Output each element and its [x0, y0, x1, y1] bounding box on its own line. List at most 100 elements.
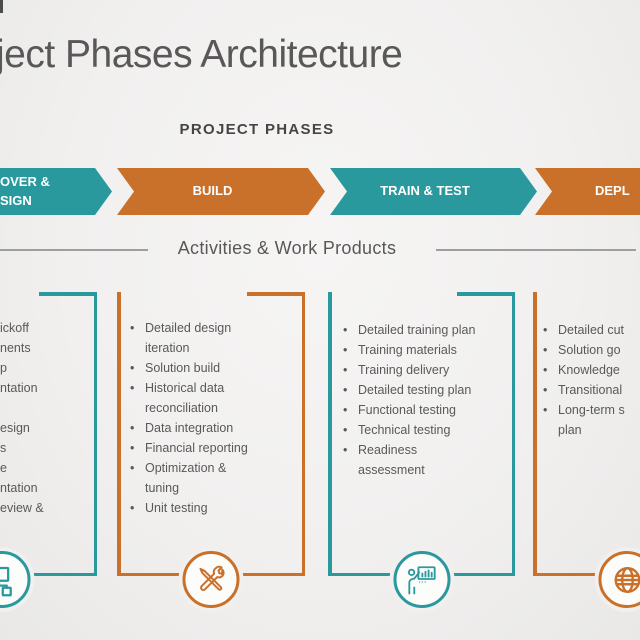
bullet-line: ntation: [0, 378, 44, 398]
bullet-line: [0, 398, 44, 418]
bullet-line: • Transitional: [543, 380, 640, 400]
bullet-text: eview &: [0, 501, 44, 515]
bullet-text: iteration: [145, 341, 190, 355]
bullet-dot: •: [343, 323, 348, 337]
bullet-dot: •: [130, 461, 135, 475]
activity-column-deploy: [533, 292, 640, 608]
activity-list-train-test: • Detailed training plan • Training materia…: [343, 320, 475, 480]
bullet-line: nents: [0, 338, 44, 358]
bullet-line: •Detailed cut: [543, 320, 640, 340]
bullet-dot: •: [343, 443, 348, 457]
bullet-dot: •: [130, 501, 135, 515]
bullet-text: Optimization &: [145, 461, 227, 475]
bullet-dot: •: [130, 381, 135, 395]
frame-left-bar: [533, 292, 537, 576]
bullet-text: Long-term s: [558, 403, 625, 417]
frame-left-bar: [328, 292, 332, 576]
bullet-line: • Training delivery: [343, 360, 475, 380]
bullet-line: esign: [0, 418, 44, 438]
sitemap-icon: [0, 566, 12, 596]
cropped-edge-artifact: [0, 0, 3, 13]
bullet-text: Unit testing: [145, 501, 208, 515]
bullet-text: s: [0, 441, 7, 455]
bullet-line: • Knowledge: [543, 360, 640, 380]
bullet-text: ntation: [0, 381, 38, 395]
bullet-line: ntation: [0, 478, 44, 498]
bullet-line: • Solution go: [543, 340, 640, 360]
frame-right-bar: [301, 292, 305, 576]
bullet-dot: •: [343, 383, 348, 397]
slide-title: ject Phases Architecture: [0, 33, 403, 76]
phase-chevron-build: BUILD: [117, 168, 325, 215]
bullet-text: plan: [558, 423, 582, 437]
bullet-text: reconciliation: [145, 401, 218, 415]
bullet-line: reconciliation: [130, 398, 248, 418]
bullet-text: nents: [0, 341, 31, 355]
bullet-text: Financial reporting: [145, 441, 248, 455]
section-heading: PROJECT PHASES: [179, 121, 335, 138]
tools-icon: [198, 565, 225, 591]
bullet-dot: •: [130, 361, 135, 375]
phase-label-line: TRAIN & TEST: [380, 183, 470, 199]
bullet-text: Knowledge: [558, 363, 620, 377]
phase-chevron-train-test: TRAIN & TEST: [330, 168, 537, 215]
bullet-line: •Detailed design: [130, 318, 248, 338]
bullet-text: tuning: [145, 481, 180, 495]
bullet-text: assessment: [358, 463, 425, 477]
bullet-text: Readiness: [358, 443, 418, 457]
bullet-dot: •: [343, 423, 348, 437]
activity-column-train-test: [328, 292, 515, 608]
bullet-line: iteration: [130, 338, 248, 358]
bullet-line: •Detailed testing plan: [343, 380, 475, 400]
bullet-text: Solution build: [145, 361, 221, 375]
bullet-dot: •: [343, 343, 348, 357]
bullet-dot: •: [130, 421, 135, 435]
bullet-dot: •: [343, 403, 348, 417]
bullet-line: • Optimization &: [130, 458, 248, 478]
frame-left-bar: [117, 292, 121, 576]
icon-circle: [0, 551, 31, 608]
bullet-text: ntation: [0, 481, 38, 495]
phase-label-line: SIGN: [0, 192, 32, 208]
bullet-dot: •: [130, 321, 135, 335]
bullet-line: ickoff: [0, 318, 44, 338]
bullet-line: •Financial reporting: [130, 438, 248, 458]
bullet-line: •Functional testing: [343, 400, 475, 420]
frame-right-bar: [93, 292, 97, 576]
bullet-line: s: [0, 438, 44, 458]
bullet-dot: •: [543, 383, 548, 397]
bullet-text: Training delivery: [358, 363, 450, 377]
frame-top-segment: [39, 292, 97, 296]
bullet-dot: •: [343, 363, 348, 377]
icon-circle: [393, 551, 450, 608]
bullet-line: •Historical data: [130, 378, 248, 398]
bullet-text: Solution go: [558, 343, 621, 357]
icon-circle: [598, 551, 640, 608]
bullet-text: Data integration: [145, 421, 234, 435]
bullet-text: p: [0, 361, 7, 375]
bullet-text: Transitional: [558, 383, 623, 397]
bullet-line: • Detailed training plan: [343, 320, 475, 340]
bullet-line: • Data integration: [130, 418, 248, 438]
frame-bottom-bar: [533, 572, 640, 576]
bullet-dot: •: [543, 323, 548, 337]
bullet-line: • Unit testing: [130, 498, 248, 518]
icon-circle: [182, 551, 240, 608]
frame-bottom-bar: [0, 572, 97, 576]
bullet-text: Detailed training plan: [358, 323, 476, 337]
bullet-text: e: [0, 461, 7, 475]
bullet-dot: •: [543, 403, 548, 417]
divider-line-right: [436, 249, 636, 251]
phase-chevron-deploy: DEPL: [535, 168, 640, 215]
bullet-line: e: [0, 458, 44, 478]
activity-list-deploy: •Detailed cut•Solution go•Knowledge•Tran…: [543, 320, 640, 440]
bullet-dot: •: [543, 363, 548, 377]
bullet-text: Training materials: [358, 343, 457, 357]
bullet-line: plan: [543, 420, 640, 440]
bullet-line: • Readiness: [343, 440, 475, 460]
bullet-text: esign: [0, 421, 30, 435]
phase-chevron-discover-design: OVER &SIGN: [0, 168, 112, 215]
bullet-dot: •: [543, 343, 548, 357]
